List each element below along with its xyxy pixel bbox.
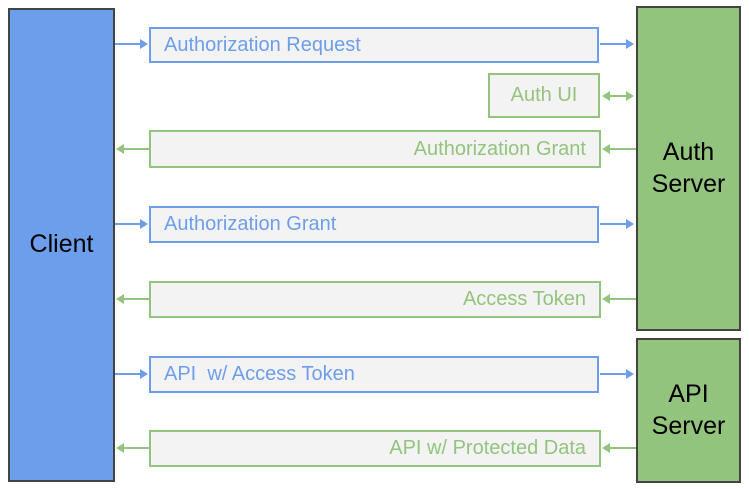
auth-server-label: Auth Server (651, 138, 726, 198)
arrow-auth-ui-bidirectional (602, 91, 634, 101)
arrow-api-call-from-client (115, 369, 148, 379)
message-label: Auth UI (510, 84, 578, 106)
message-label: Authorization Request (164, 33, 361, 56)
arrow-auth-grant-from-auth-server (602, 144, 636, 154)
arrow-auth-grant-from-client (115, 219, 148, 229)
message-access-token: Access Token (149, 281, 601, 318)
arrow-access-token-from-auth-server (602, 294, 636, 304)
arrow-auth-request-to-auth-server (600, 39, 634, 49)
message-label: API w/ Protected Data (389, 437, 586, 459)
arrow-auth-request-from-client (115, 39, 148, 49)
message-authorization-request: Authorization Request (149, 27, 599, 63)
api-server-box: API Server (636, 338, 741, 483)
message-api-with-access-token: API w/ Access Token (149, 356, 599, 393)
arrow-access-token-to-client (116, 294, 149, 304)
message-api-with-protected-data: API w/ Protected Data (149, 430, 601, 467)
auth-server-box: Auth Server (636, 6, 741, 331)
client-box: Client (8, 8, 115, 482)
client-label: Client (29, 230, 94, 259)
arrow-api-call-to-api-server (600, 369, 634, 379)
message-authorization-grant-response: Authorization Grant (149, 130, 601, 168)
arrow-auth-grant-to-client (116, 144, 149, 154)
message-authorization-grant-request: Authorization Grant (149, 206, 599, 243)
arrow-auth-grant-to-auth-server (600, 219, 634, 229)
arrow-api-response-to-client (116, 443, 149, 453)
message-label: Access Token (462, 288, 586, 310)
api-server-label: API Server (651, 380, 726, 440)
message-label: API w/ Access Token (164, 363, 355, 385)
message-label: Authorization Grant (164, 213, 337, 235)
message-auth-ui: Auth UI (488, 73, 600, 118)
arrow-api-response-from-api-server (602, 443, 636, 453)
message-label: Authorization Grant (413, 137, 586, 160)
